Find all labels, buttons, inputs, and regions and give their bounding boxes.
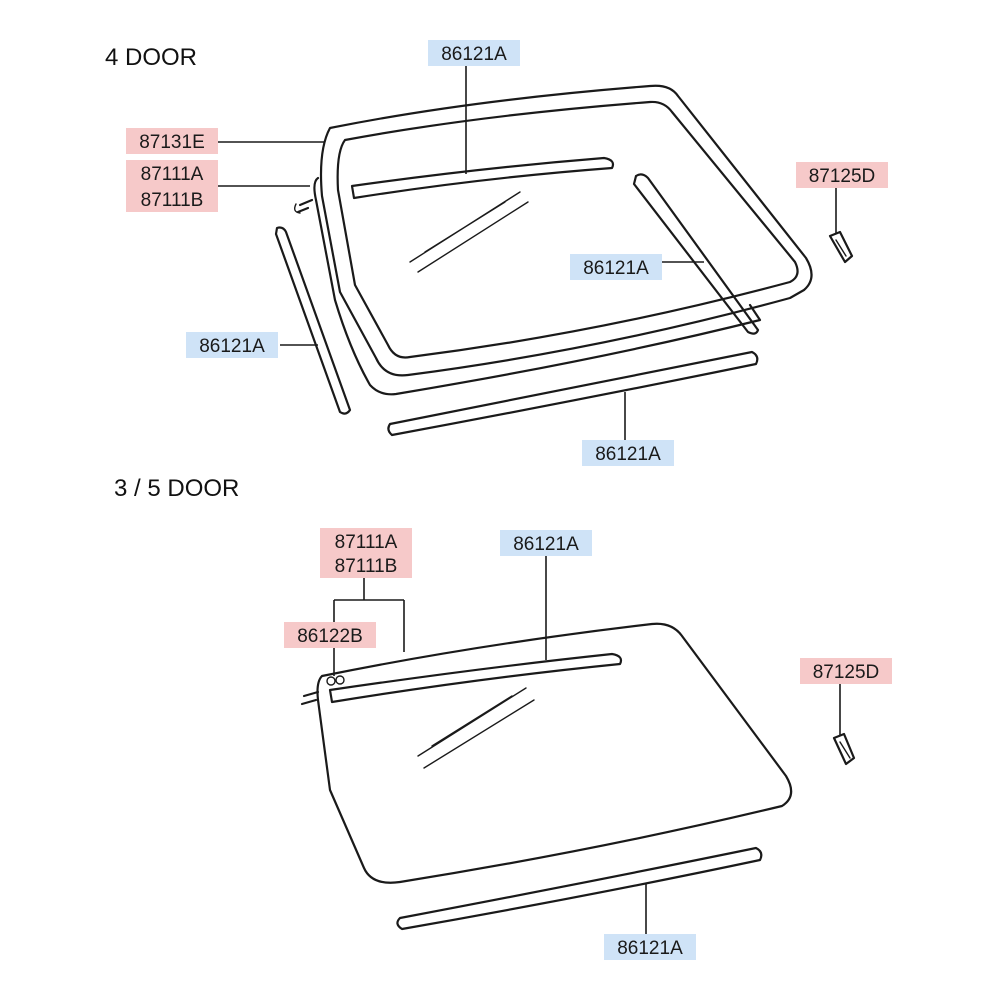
windshield-glass-4-door bbox=[313, 176, 762, 396]
fastener-3-5-door-b bbox=[335, 675, 345, 685]
windshield-moulding-inner bbox=[336, 100, 799, 359]
weatherstrip-top-3-5-door bbox=[328, 652, 623, 704]
label-86121A-top-3-5: 86121A bbox=[513, 534, 579, 555]
glass-corner-clip bbox=[293, 203, 301, 214]
label-86121A-top: 86121A bbox=[441, 44, 507, 65]
clip-4-door-detail bbox=[835, 239, 847, 257]
label-box-86121A-top bbox=[428, 40, 520, 66]
section-title-4-door: 4 DOOR bbox=[105, 44, 197, 71]
label-87131E: 87131E bbox=[139, 132, 205, 153]
label-87125D-3-5: 87125D bbox=[813, 662, 880, 683]
glass-reflection-3-5 bbox=[417, 687, 535, 769]
label-box-87125D bbox=[796, 162, 888, 188]
label-86121A-bottom-3-5: 86121A bbox=[617, 938, 683, 959]
label-box-87131E bbox=[126, 128, 218, 154]
label-box-86121A-bottom bbox=[582, 440, 674, 466]
fastener-3-5-door-a bbox=[326, 676, 336, 686]
label-box-86121A-left bbox=[186, 332, 278, 358]
weatherstrip-left-4-door bbox=[274, 226, 352, 415]
label-87111B-3-5: 87111B bbox=[335, 556, 398, 577]
label-box-86121A-bottom-3-5 bbox=[604, 934, 696, 960]
glass-edge-left-3-5 bbox=[300, 690, 320, 706]
section-title-3-5-door: 3 / 5 DOOR bbox=[114, 475, 239, 502]
label-87111A-3-5: 87111A bbox=[335, 532, 398, 553]
weatherstrip-bottom-4-door bbox=[387, 350, 759, 437]
label-87111B: 87111B bbox=[141, 190, 204, 211]
label-87111A: 87111A bbox=[141, 164, 204, 185]
label-87125D: 87125D bbox=[809, 166, 876, 187]
label-box-86121A-right bbox=[570, 254, 662, 280]
clip-3-5-door-detail bbox=[839, 741, 851, 759]
weatherstrip-right-4-door bbox=[632, 173, 760, 335]
weatherstrip-top-4-door bbox=[350, 156, 615, 200]
label-86121A-left: 86121A bbox=[199, 336, 265, 357]
label-box-87111A bbox=[126, 160, 218, 186]
glass-reflection bbox=[409, 191, 529, 273]
label-86122B: 86122B bbox=[297, 626, 363, 647]
label-box-87111B-3-5 bbox=[320, 552, 412, 578]
label-box-87125D-3-5 bbox=[800, 658, 892, 684]
glass-edge-left bbox=[296, 198, 314, 214]
weatherstrip-bottom-3-5-door bbox=[396, 846, 763, 931]
label-86121A-right: 86121A bbox=[583, 258, 649, 279]
label-box-87111B bbox=[126, 186, 218, 212]
label-box-86121A-top-3-5 bbox=[500, 530, 592, 556]
label-box-87111A-3-5 bbox=[320, 528, 412, 554]
label-box-86122B bbox=[284, 622, 376, 648]
label-86121A-bottom: 86121A bbox=[595, 444, 661, 465]
windshield-moulding-outer bbox=[319, 84, 813, 377]
leader-87111A-87111B-bracket bbox=[333, 578, 405, 652]
windshield-glass-3-5-door bbox=[316, 622, 793, 884]
